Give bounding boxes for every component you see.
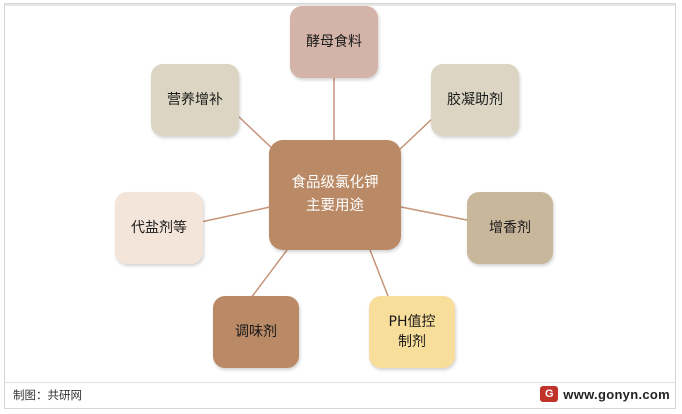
node-label: 代盐剂等 [131,219,187,236]
node-yingyang-zengbu: 营养增补 [151,64,239,136]
node-label: 增香剂 [489,219,531,236]
center-node: 食品级氯化钾 主要用途 [269,140,401,250]
node-jiaomu-shiliao: 酵母食料 [290,6,378,78]
node-zengxiang-ji: 增香剂 [467,192,553,264]
node-daiyan-ji: 代盐剂等 [115,192,203,264]
node-label: 营养增补 [167,91,223,108]
center-title-line-2: 主要用途 [306,198,364,214]
node-label: 调味剂 [235,323,277,340]
node-jiaoning-zhuji: 胶凝助剂 [431,64,519,136]
connector-yingyang-zengbu [237,115,277,153]
node-label: 酵母食料 [306,33,362,50]
source-label: 制图：共研网 [13,388,82,402]
node-tiaowei-ji: 调味剂 [213,296,299,368]
gonyn-logo-icon: G [540,386,559,402]
connector-daiyan-ji [200,206,271,223]
node-label: 胶凝助剂 [447,91,503,108]
site-logo: G www.gonyn.com [540,386,670,402]
connector-tiaowei-ji [250,249,288,299]
footer: 制图：共研网 G www.gonyn.com [4,382,676,409]
node-ph-kongzhiji: PH值控 制剂 [369,296,455,368]
center-title-line-1: 食品级氯化钾 [291,174,379,191]
node-label-line-1: PH值控 [388,313,436,330]
connector-zengxiang-ji [400,206,468,221]
connector-ph-kongzhiji [369,249,389,297]
logo-url: www.gonyn.com [563,386,670,402]
node-label-line-2: 制剂 [397,334,426,350]
connector-jiaoning-zhuji [396,117,434,153]
